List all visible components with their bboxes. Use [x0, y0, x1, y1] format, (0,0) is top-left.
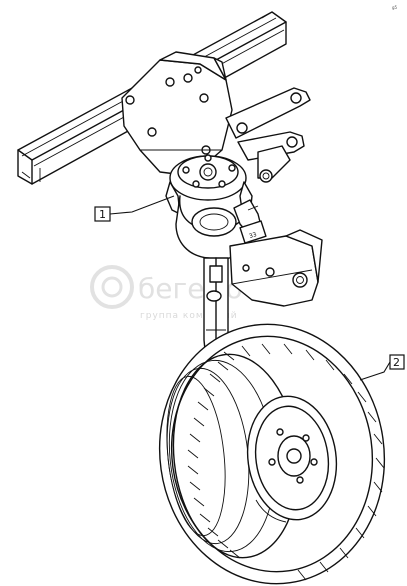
wheel-rim — [246, 395, 338, 523]
tag-label: 33 — [248, 231, 258, 240]
pivot-arms — [225, 87, 311, 183]
castor-yoke: 33 — [175, 195, 267, 260]
wheel-tyre — [158, 323, 386, 585]
callout-2-label: 2 — [393, 356, 400, 369]
mounting-bracket — [121, 51, 233, 177]
callout-1: 1 — [94, 195, 175, 222]
fork-bracket — [229, 229, 323, 307]
callout-2: 2 — [359, 354, 405, 381]
watermark-subtext: группа компаний — [140, 311, 238, 321]
corner-code: g5 — [392, 5, 398, 10]
callout-1-label: 1 — [99, 208, 106, 221]
